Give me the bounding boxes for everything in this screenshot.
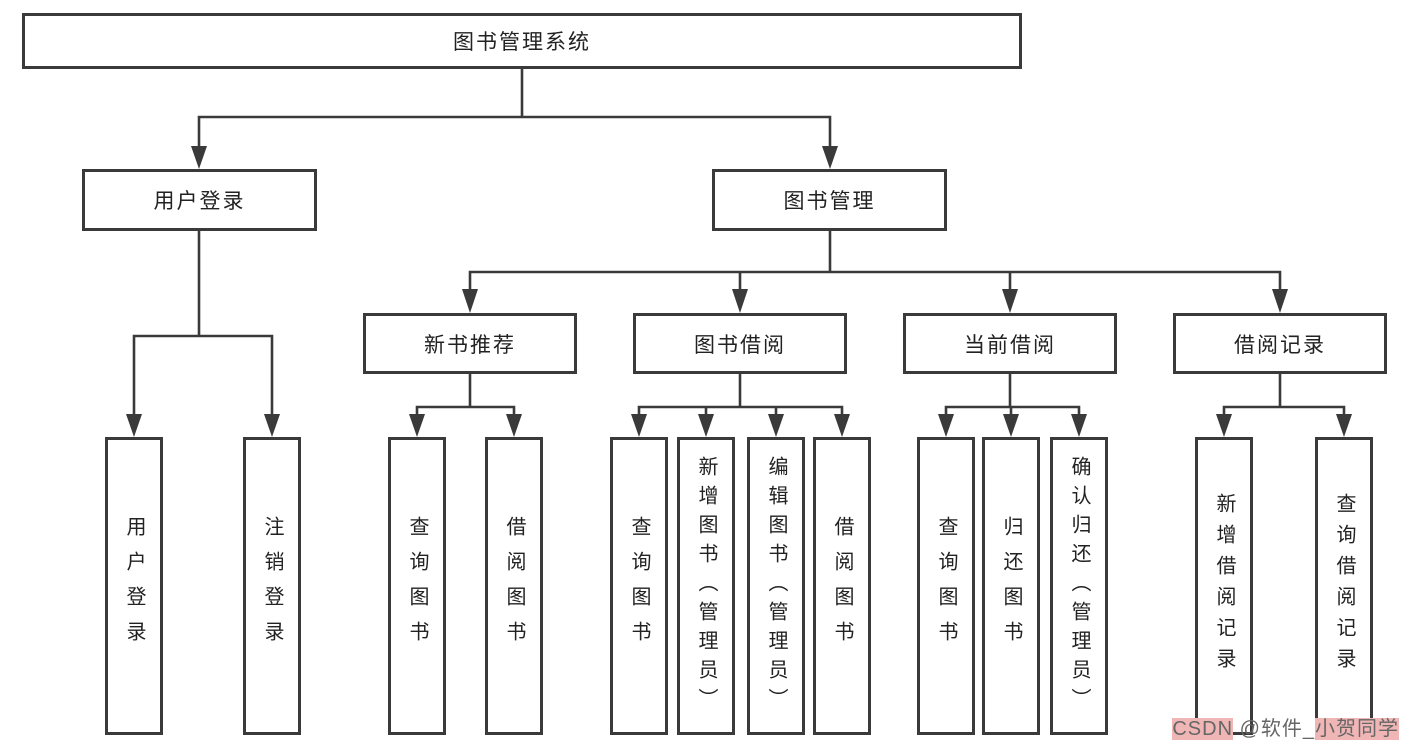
leaf-add-borrow-record: 新增借阅记录 xyxy=(1195,437,1253,735)
edge-group-current-borrow xyxy=(938,372,1087,437)
leaf-add-book-admin: 新增图书（管理员） xyxy=(677,437,735,735)
edge-group-user-login xyxy=(126,229,280,437)
edge-group-book-borrow xyxy=(631,372,850,437)
arrowhead xyxy=(191,146,207,169)
arrowhead xyxy=(1003,414,1019,437)
leaf-label: 借阅图书 xyxy=(831,516,853,656)
node-label: 借阅记录 xyxy=(1234,333,1326,357)
arrowhead xyxy=(822,146,838,169)
leaf-edit-book-admin: 编辑图书（管理员） xyxy=(747,437,805,735)
node-system-root: 图书管理系统 xyxy=(22,13,1022,69)
leaf-label: 查询图书 xyxy=(406,516,428,656)
leaf-user-login: 用户登录 xyxy=(105,437,163,735)
leaf-label: 注销登录 xyxy=(261,516,283,656)
arrowhead xyxy=(506,414,522,437)
edge-group-new-book-recommend xyxy=(409,372,522,437)
leaf-query-borrow-record: 查询借阅记录 xyxy=(1315,437,1373,735)
node-user-login: 用户登录 xyxy=(82,169,317,231)
leaf-return-book: 归还图书 xyxy=(982,437,1040,735)
node-label: 用户登录 xyxy=(153,190,246,213)
leaf-query-books-borrow: 查询图书 xyxy=(610,437,668,735)
leaf-label: 新增图书（管理员） xyxy=(695,455,717,717)
arrowhead xyxy=(698,414,714,437)
edge-group-root xyxy=(191,67,838,169)
node-label: 当前借阅 xyxy=(964,333,1056,357)
leaf-label: 查询图书 xyxy=(935,516,957,656)
csdn-watermark: CSDN @软件_小贺同学 xyxy=(1172,712,1399,741)
node-label: 图书管理 xyxy=(783,190,876,213)
arrowhead xyxy=(768,414,784,437)
watermark-prefix: CSDN xyxy=(1172,718,1234,740)
edge-group-book-management xyxy=(462,229,1288,313)
arrowhead xyxy=(126,414,142,437)
arrowhead xyxy=(409,414,425,437)
node-label: 图书管理系统 xyxy=(453,31,591,54)
arrowhead xyxy=(1002,289,1018,313)
node-borrow-records: 借阅记录 xyxy=(1173,313,1387,374)
node-label: 图书借阅 xyxy=(694,333,786,357)
leaf-label: 确认归还（管理员） xyxy=(1068,455,1090,717)
leaf-query-books-recommend: 查询图书 xyxy=(388,437,446,735)
arrowhead xyxy=(1216,414,1232,437)
leaf-borrow-books: 借阅图书 xyxy=(813,437,871,735)
leaf-label: 新增借阅记录 xyxy=(1213,493,1235,679)
node-book-management: 图书管理 xyxy=(712,169,947,231)
arrowhead xyxy=(834,414,850,437)
arrowhead xyxy=(1336,414,1352,437)
arrowhead xyxy=(1071,414,1087,437)
leaf-label: 归还图书 xyxy=(1000,516,1022,656)
leaf-label: 查询借阅记录 xyxy=(1333,493,1355,679)
arrowhead xyxy=(732,289,748,313)
arrowhead xyxy=(631,414,647,437)
node-book-borrow: 图书借阅 xyxy=(633,313,847,374)
node-new-book-recommend: 新书推荐 xyxy=(363,313,577,374)
node-label: 新书推荐 xyxy=(424,333,516,357)
leaf-query-books-current: 查询图书 xyxy=(917,437,975,735)
arrowhead xyxy=(938,414,954,437)
leaf-borrow-books-recommend: 借阅图书 xyxy=(485,437,543,735)
node-current-borrow: 当前借阅 xyxy=(903,313,1117,374)
leaf-label: 用户登录 xyxy=(123,516,145,656)
leaf-label: 借阅图书 xyxy=(503,516,525,656)
arrowhead xyxy=(264,414,280,437)
leaf-label: 查询图书 xyxy=(628,516,650,656)
arrowhead xyxy=(1272,289,1288,313)
leaf-logout: 注销登录 xyxy=(243,437,301,735)
watermark-middle: @软件_ xyxy=(1233,718,1315,740)
watermark-suffix: 小贺同学 xyxy=(1315,718,1399,740)
arrowhead xyxy=(462,289,478,313)
leaf-label: 编辑图书（管理员） xyxy=(765,455,787,717)
edge-group-borrow-records xyxy=(1216,372,1352,437)
leaf-confirm-return-admin: 确认归还（管理员） xyxy=(1050,437,1108,735)
